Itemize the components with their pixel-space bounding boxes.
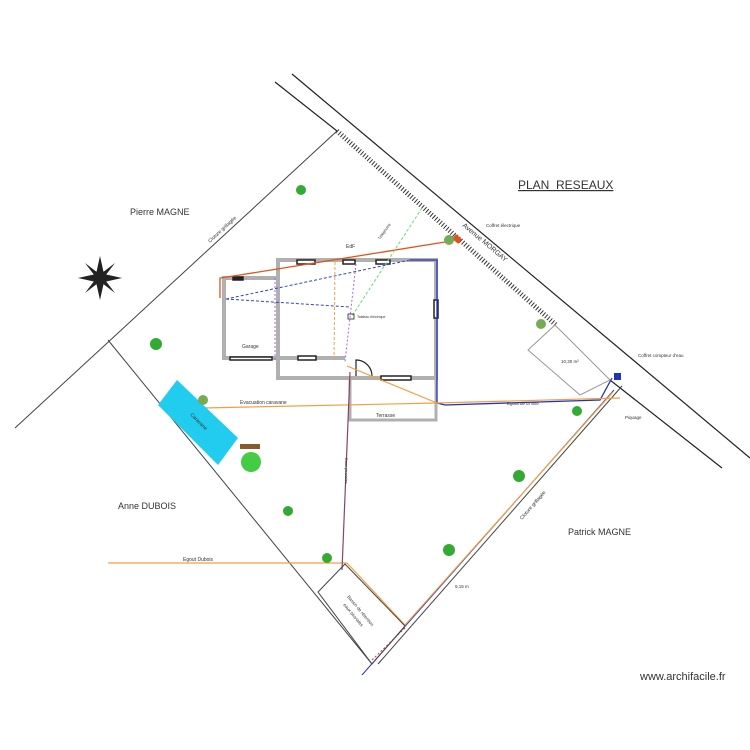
tree-icon	[322, 553, 332, 563]
bench	[240, 444, 260, 449]
windows	[229, 259, 439, 381]
street-label: Avenue MORGAY	[461, 222, 509, 264]
tree-icon	[572, 406, 582, 416]
rainwater-label: Eaux pluviales	[344, 458, 349, 484]
electric-dashed	[225, 298, 351, 308]
house-drain-line	[346, 365, 438, 404]
fence-label: Cloture grillagée	[207, 215, 238, 244]
door	[355, 359, 373, 377]
neighbor-pierre: Pierre MAGNE	[130, 207, 190, 217]
street-hatch	[335, 129, 558, 327]
tree-icon	[283, 506, 293, 516]
telephone-line	[351, 207, 423, 317]
city-sewer-label: Egout de la ville	[507, 401, 539, 406]
water-line	[410, 259, 613, 406]
street-edge	[291, 73, 750, 459]
dubois-sewer-line	[108, 391, 614, 626]
fence-west	[107, 339, 373, 665]
electrical-panel-label: Tableau électrique	[357, 315, 385, 319]
tree-icon	[443, 544, 455, 556]
tree-icon	[536, 319, 546, 329]
fence-south-east	[377, 385, 623, 665]
edf-line	[219, 241, 446, 298]
tree-icon	[513, 470, 525, 482]
caravan-drain-label: Evacuation caravane	[240, 400, 287, 406]
electric-box-icon	[452, 234, 462, 244]
tree-icon	[198, 395, 208, 405]
terrace-label: Terrasse	[376, 413, 395, 419]
caravan	[158, 380, 238, 465]
water-meter-box-label: Coffret compteur d'eau	[638, 353, 684, 358]
electric-dashed	[225, 259, 411, 300]
fence-north-west	[14, 130, 338, 429]
basin-overflow	[371, 627, 406, 661]
tree-icon	[296, 185, 306, 195]
neighbor-anne: Anne DUBOIS	[118, 501, 176, 511]
house	[222, 258, 438, 422]
compass-icon	[78, 256, 122, 300]
telephone-label: Téléphone	[377, 222, 392, 241]
tree-icon	[241, 452, 261, 472]
trees	[150, 185, 582, 563]
electric-box-label: Coffret électrique	[486, 223, 521, 228]
tap-label: Piquage	[625, 415, 642, 420]
tree-icon	[150, 338, 162, 350]
street-edge-inner	[609, 379, 723, 469]
rainwater-line	[341, 371, 351, 571]
retention-basin	[317, 563, 406, 665]
watermark[interactable]: www.archifacile.fr	[639, 671, 726, 683]
street-edge-inner	[274, 81, 338, 132]
edf-label: EdF	[346, 244, 355, 250]
garage-label: Garage	[242, 344, 259, 350]
water-meter-box-icon	[614, 373, 621, 380]
rain-dashed	[344, 263, 357, 363]
electrical-panel-icon	[347, 313, 355, 320]
neighbor-patrick: Patrick MAGNE	[568, 527, 631, 537]
gate	[527, 324, 611, 396]
distance-label: 9,15 m	[455, 584, 469, 589]
dubois-sewer-label: Egout Dubois	[183, 557, 214, 563]
fence-label: Cloture grillagée	[519, 490, 548, 522]
area-label: 10,30 m²	[561, 359, 579, 364]
plan-title: PLAN RESEAUX	[518, 178, 613, 192]
tree-icon	[444, 235, 454, 245]
sewer-dashed	[333, 261, 336, 361]
